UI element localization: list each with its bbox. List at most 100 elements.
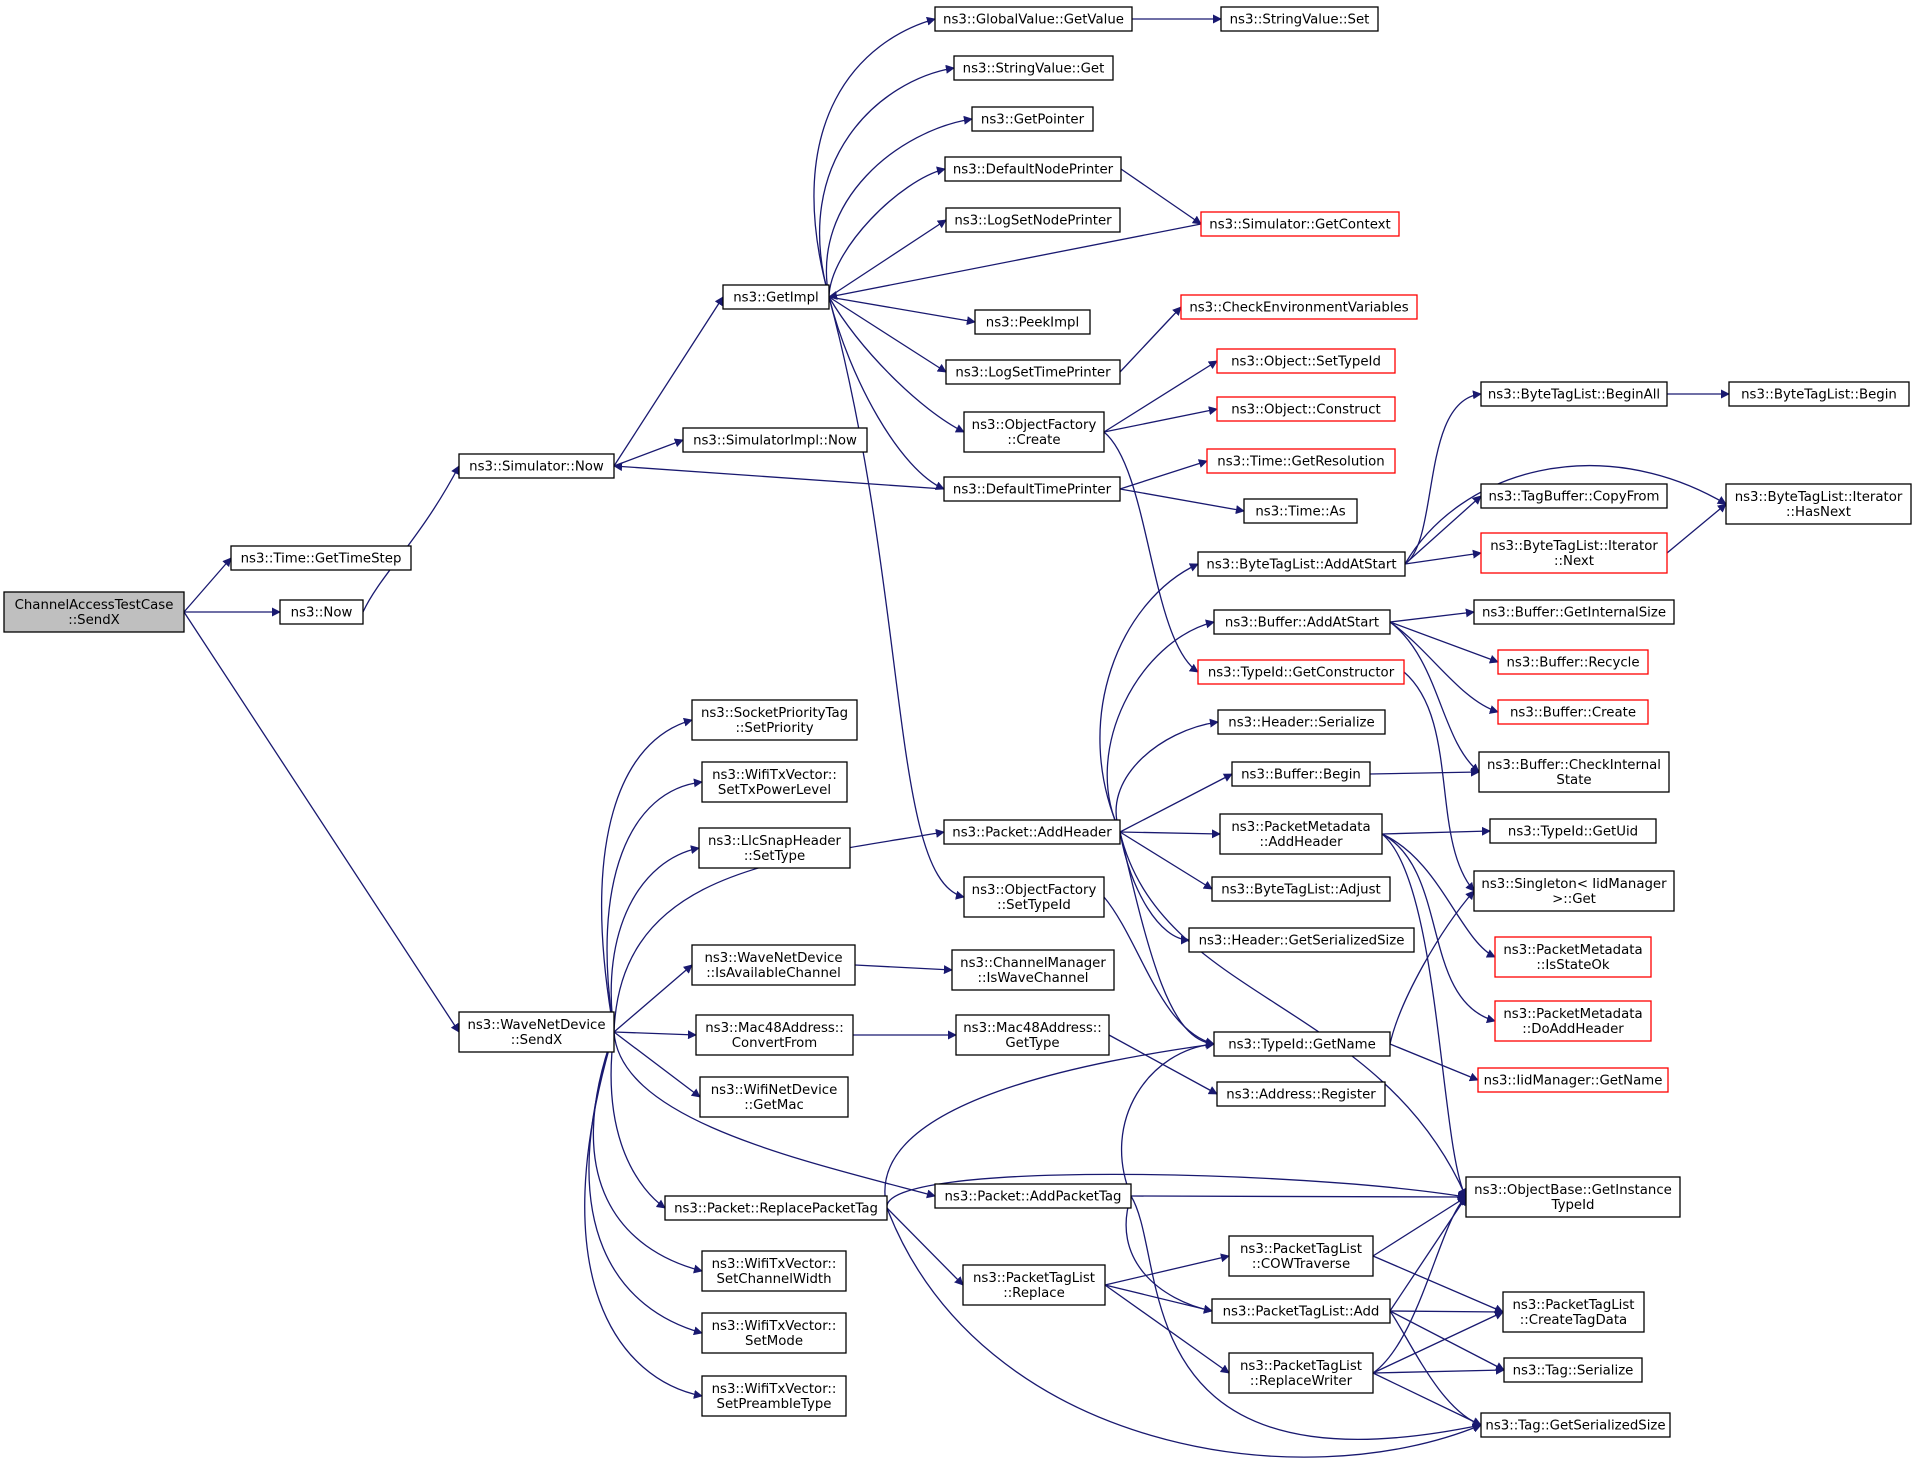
node-tagserialize[interactable]: ns3::Tag::Serialize xyxy=(1503,1357,1643,1383)
node-setmode[interactable]: ns3::WifiTxVector::SetMode xyxy=(701,1312,847,1354)
node-getpointer[interactable]: ns3::GetPointer xyxy=(971,106,1094,132)
node-getresolution[interactable]: ns3::Time::GetResolution xyxy=(1206,448,1396,474)
edge-btladdatstart-to-btlihasnext xyxy=(1404,465,1727,565)
node-pktaddheader[interactable]: ns3::Packet::AddHeader xyxy=(943,819,1121,845)
node-btladdatstart[interactable]: ns3::ByteTagList::AddAtStart xyxy=(1197,551,1406,577)
node-addrregister[interactable]: ns3::Address::Register xyxy=(1216,1081,1386,1107)
node-macgettype[interactable]: ns3::Mac48Address::GetType xyxy=(955,1014,1110,1056)
node-btlbegin[interactable]: ns3::ByteTagList::Begin xyxy=(1728,381,1910,407)
node-label: ns3::Buffer::GetInternalSize xyxy=(1482,606,1666,621)
node-ptladd[interactable]: ns3::PacketTagList::Add xyxy=(1211,1298,1391,1324)
node-macconvertfrom[interactable]: ns3::Mac48Address::ConvertFrom xyxy=(695,1014,854,1056)
edge-wndsendx-to-setpreamble xyxy=(584,1031,703,1399)
node-box xyxy=(1197,659,1405,685)
node-pktaddpackettag[interactable]: ns3::Packet::AddPacketTag xyxy=(934,1183,1132,1209)
node-tbcopyfrom[interactable]: ns3::TagBuffer::CopyFrom xyxy=(1480,483,1668,509)
node-now[interactable]: ns3::Now xyxy=(279,599,364,625)
node-setpreamble[interactable]: ns3::WifiTxVector::SetPreambleType xyxy=(701,1375,847,1417)
node-checkenv[interactable]: ns3::CheckEnvironmentVariables xyxy=(1180,294,1418,320)
node-timestep[interactable]: ns3::Time::GetTimeStep xyxy=(230,545,412,571)
node-logsetnode[interactable]: ns3::LogSetNodePrinter xyxy=(945,207,1121,233)
edge-bufaddatstart-to-bufgetinternalsize xyxy=(1389,608,1475,623)
node-simnow[interactable]: ns3::Simulator::Now xyxy=(458,453,615,479)
edge-deftimeprinter-to-simnow xyxy=(613,462,945,490)
node-bufgetinternalsize[interactable]: ns3::Buffer::GetInternalSize xyxy=(1473,599,1675,625)
node-typeidgetname[interactable]: ns3::TypeId::GetName xyxy=(1213,1031,1391,1057)
node-pmaddheader[interactable]: ns3::PacketMetadata::AddHeader xyxy=(1219,813,1383,855)
node-btlihasnext[interactable]: ns3::ByteTagList::Iterator::HasNext xyxy=(1725,483,1912,525)
node-socketprio[interactable]: ns3::SocketPriorityTag::SetPriority xyxy=(691,699,858,741)
node-bufaddatstart[interactable]: ns3::Buffer::AddAtStart xyxy=(1213,609,1391,635)
node-box xyxy=(698,827,851,869)
node-typeidgetuid[interactable]: ns3::TypeId::GetUid xyxy=(1489,818,1657,844)
node-hdrgetsersize[interactable]: ns3::Header::GetSerializedSize xyxy=(1188,927,1415,953)
node-deftimeprinter[interactable]: ns3::DefaultTimePrinter xyxy=(943,476,1121,502)
node-ofcreate[interactable]: ns3::ObjectFactory::Create xyxy=(963,411,1105,453)
node-ptlreplacewriter[interactable]: ns3::PacketTagList::ReplaceWriter xyxy=(1228,1352,1374,1394)
node-root[interactable]: ChannelAccessTestCase::SendX xyxy=(3,591,185,633)
node-label: ns3::Header::Serialize xyxy=(1228,716,1374,731)
node-btlinext[interactable]: ns3::ByteTagList::Iterator::Next xyxy=(1480,532,1668,574)
node-singletonget[interactable]: ns3::Singleton< IidManager>::Get xyxy=(1473,870,1675,912)
node-cmiswave[interactable]: ns3::ChannelManager::IsWaveChannel xyxy=(951,949,1115,991)
node-bufbegin[interactable]: ns3::Buffer::Begin xyxy=(1231,761,1371,787)
node-label: ChannelAccessTestCase xyxy=(15,598,174,613)
node-getimpl[interactable]: ns3::GetImpl xyxy=(722,284,830,310)
node-box xyxy=(944,156,1122,182)
edge-ptlreplacewriter-to-ptlcreatetagdata xyxy=(1372,1311,1504,1374)
node-wndsendx[interactable]: ns3::WaveNetDevice::SendX xyxy=(458,1011,615,1053)
node-pmisstateok[interactable]: ns3::PacketMetadata::IsStateOk xyxy=(1494,936,1652,978)
edge-pktreplacepackettag-to-ptlreplace xyxy=(886,1207,964,1286)
node-iidgetname[interactable]: ns3::IidManager::GetName xyxy=(1477,1067,1669,1093)
node-typeidgetconstructor[interactable]: ns3::TypeId::GetConstructor xyxy=(1197,659,1405,685)
node-defnodeprinter[interactable]: ns3::DefaultNodePrinter xyxy=(944,156,1122,182)
node-label: ::SendX xyxy=(68,613,120,628)
node-svset[interactable]: ns3::StringValue::Set xyxy=(1220,6,1379,32)
node-pmdoaddheader[interactable]: ns3::PacketMetadata::DoAddHeader xyxy=(1494,1000,1652,1042)
node-wndisavail[interactable]: ns3::WaveNetDevice::IsAvailableChannel xyxy=(691,944,856,986)
node-taggetsersize[interactable]: ns3::Tag::GetSerializedSize xyxy=(1480,1412,1671,1438)
edge-getimpl-to-ofcreate xyxy=(828,296,965,433)
node-box xyxy=(1216,348,1396,374)
node-ofsettypeid[interactable]: ns3::ObjectFactory::SetTypeId xyxy=(963,876,1105,918)
node-wifigetmac[interactable]: ns3::WifiNetDevice::GetMac xyxy=(699,1076,849,1118)
node-setchannelwidth[interactable]: ns3::WifiTxVector::SetChannelWidth xyxy=(701,1250,847,1292)
node-label: ns3::Packet::AddHeader xyxy=(952,826,1112,841)
node-ptlcreatetagdata[interactable]: ns3::PacketTagList::CreateTagData xyxy=(1502,1291,1645,1333)
node-llcsettype[interactable]: ns3::LlcSnapHeader::SetType xyxy=(698,827,851,869)
node-ptlcow[interactable]: ns3::PacketTagList::COWTraverse xyxy=(1228,1235,1374,1277)
node-label: ns3::Time::GetTimeStep xyxy=(241,552,402,567)
node-btladjust[interactable]: ns3::ByteTagList::Adjust xyxy=(1211,876,1391,902)
node-label: SetMode xyxy=(745,1334,803,1349)
node-logsettime[interactable]: ns3::LogSetTimePrinter xyxy=(945,359,1121,385)
node-gvget[interactable]: ns3::GlobalValue::GetValue xyxy=(934,6,1133,32)
node-bufcreate[interactable]: ns3::Buffer::Create xyxy=(1497,699,1649,725)
node-box xyxy=(1213,609,1391,635)
node-label: ns3::Time::GetResolution xyxy=(1217,455,1384,470)
node-objsettypeid[interactable]: ns3::Object::SetTypeId xyxy=(1216,348,1396,374)
node-peekimpl[interactable]: ns3::PeekImpl xyxy=(974,309,1091,335)
edge-bufaddatstart-to-bufcheckinternal xyxy=(1389,621,1480,773)
node-svget[interactable]: ns3::StringValue::Get xyxy=(953,55,1114,81)
node-box xyxy=(1480,532,1668,574)
node-timeas[interactable]: ns3::Time::As xyxy=(1243,498,1358,524)
node-label: ns3::LogSetTimePrinter xyxy=(955,366,1111,381)
node-getcontext[interactable]: ns3::Simulator::GetContext xyxy=(1200,211,1400,237)
node-pktreplacepackettag[interactable]: ns3::Packet::ReplacePacketTag xyxy=(664,1195,888,1221)
node-hdrserialize[interactable]: ns3::Header::Serialize xyxy=(1217,709,1386,735)
node-label: ns3::TypeId::GetConstructor xyxy=(1208,666,1395,681)
node-btlbeginall[interactable]: ns3::ByteTagList::BeginAll xyxy=(1480,381,1668,407)
node-objconstruct[interactable]: ns3::Object::Construct xyxy=(1216,396,1396,422)
edge-ptlreplace-to-ptlreplacewriter xyxy=(1104,1284,1230,1374)
node-settxpower[interactable]: ns3::WifiTxVector::SetTxPowerLevel xyxy=(701,761,848,803)
node-bufrecycle[interactable]: ns3::Buffer::Recycle xyxy=(1497,649,1649,675)
node-ptlreplace[interactable]: ns3::PacketTagList::Replace xyxy=(962,1264,1106,1306)
node-label: ns3::Buffer::CheckInternal xyxy=(1487,758,1661,773)
node-box xyxy=(1497,699,1649,725)
node-label: ::GetMac xyxy=(744,1098,804,1113)
node-simimplnow[interactable]: ns3::SimulatorImpl::Now xyxy=(682,427,868,453)
node-label: ns3::Singleton< IidManager xyxy=(1481,877,1667,892)
node-label: ns3::PacketTagList xyxy=(1240,1242,1362,1257)
